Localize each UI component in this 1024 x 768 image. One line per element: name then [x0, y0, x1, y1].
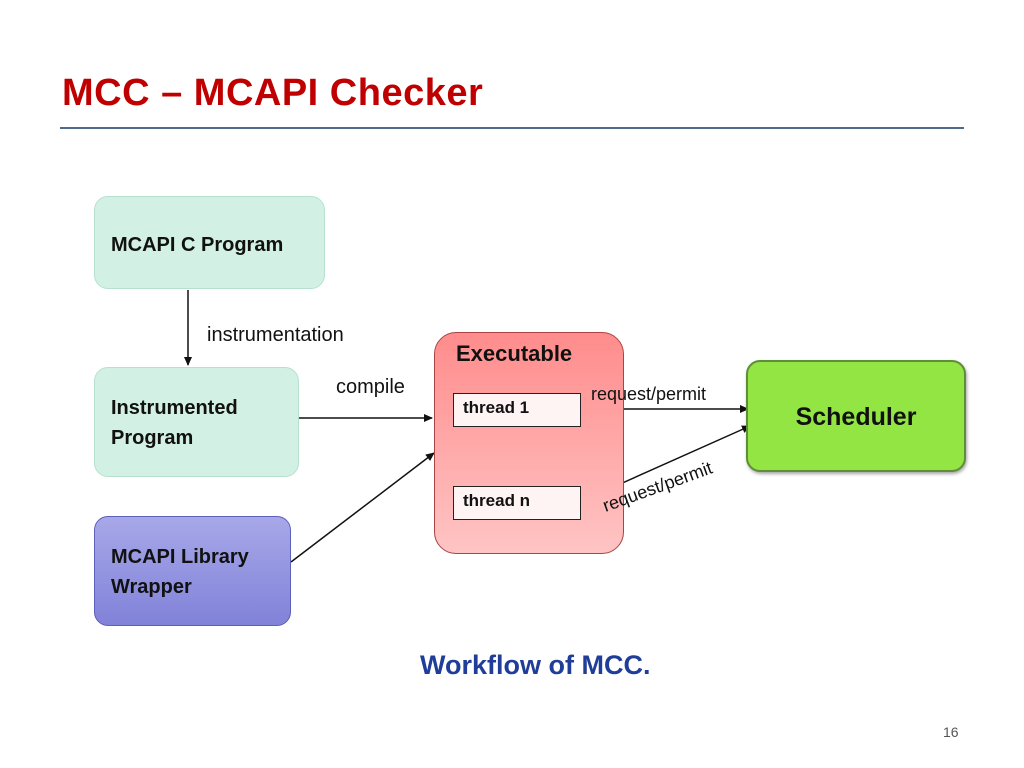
node-executable-label: Executable	[456, 341, 573, 366]
node-instrumented-line1: Instrumented	[111, 397, 238, 419]
title-divider	[60, 127, 964, 129]
node-mcapi-c-program: MCAPI C Program	[94, 196, 325, 289]
node-scheduler-label: Scheduler	[795, 403, 917, 431]
node-scheduler: Scheduler	[746, 360, 966, 472]
node-instrumented-program: Instrumented Program	[94, 367, 299, 477]
node-mcapi-c-program-label: MCAPI C Program	[111, 234, 284, 256]
edge-label-request-permit-1: request/permit	[591, 384, 707, 404]
node-thread-n: thread n	[453, 486, 581, 520]
slide-title: MCC – MCAPI Checker	[62, 72, 484, 114]
arrow-library-to-executable	[290, 452, 435, 563]
node-library-line1: MCAPI Library	[111, 546, 249, 568]
node-library-line2: Wrapper	[111, 576, 192, 598]
figure-caption: Workflow of MCC.	[420, 650, 651, 680]
node-instrumented-line2: Program	[111, 427, 194, 449]
page-number: 16	[943, 724, 959, 740]
node-thread-1: thread 1	[453, 393, 581, 427]
edge-label-compile: compile	[336, 376, 405, 398]
node-executable: Executable thread 1 thread n	[434, 332, 624, 554]
node-mcapi-library-wrapper: MCAPI Library Wrapper	[94, 516, 291, 626]
edge-label-instrumentation: instrumentation	[207, 324, 344, 346]
